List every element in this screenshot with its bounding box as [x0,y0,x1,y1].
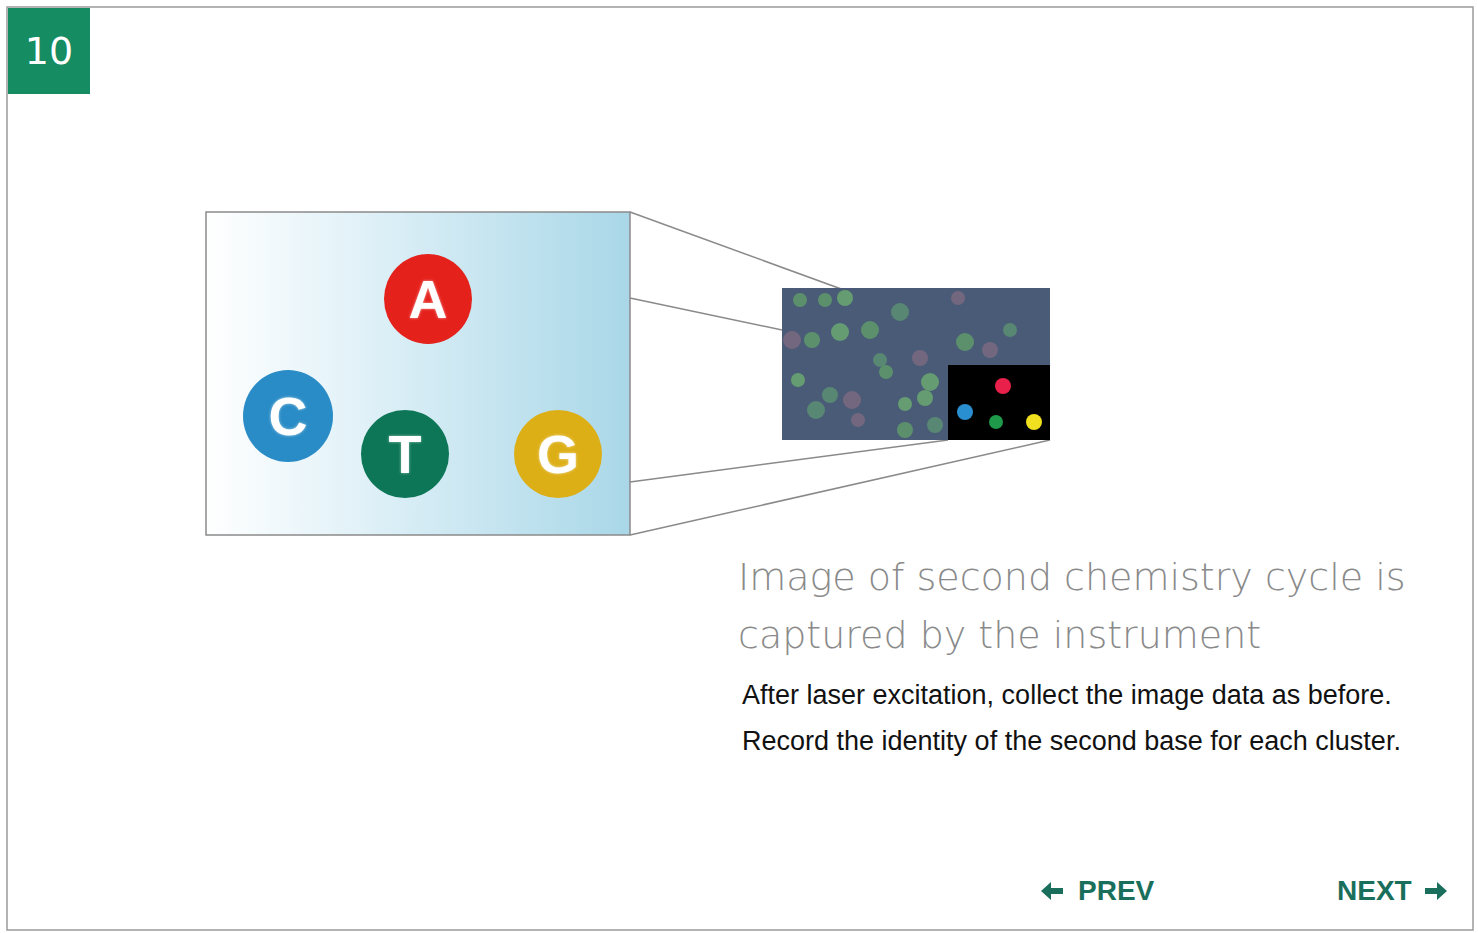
blue-cluster [957,404,973,420]
zoom-box [206,212,630,535]
base-letter: C [269,389,308,443]
next-button: NEXT [1337,875,1412,907]
green-cluster [989,415,1003,429]
prev-button: PREV [1078,875,1154,907]
base-circle: A [384,254,472,344]
base-letter: A [409,272,448,326]
slide-number: 10 [8,8,90,94]
yellow-cluster [1026,414,1042,430]
base-circle: G [514,410,602,498]
slide-heading: Image of second chemistry cycle is captu… [738,548,1458,664]
flowcell-image [782,288,1050,440]
slide-body-text: After laser excitation, collect the imag… [742,672,1442,764]
base-circle: T [361,410,449,498]
base-circle: C [243,370,333,462]
zoom-lines [630,212,1050,535]
slide-border [7,7,1473,930]
red-cluster [995,378,1011,394]
inset-image [948,365,1050,440]
base-letter: G [537,427,579,481]
slide-number-text: 10 [25,29,73,73]
base-letter: T [389,427,422,481]
